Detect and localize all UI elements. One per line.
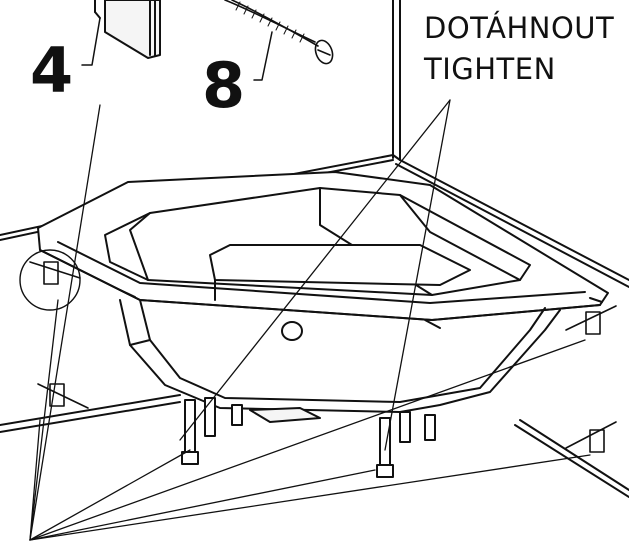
pointer-lines-bottom-left xyxy=(29,104,591,541)
instruction-english: TIGHTEN xyxy=(424,52,556,86)
part-number-8: 8 xyxy=(202,49,246,122)
pointer-lines-tighten xyxy=(179,99,451,451)
instruction-czech: DOTÁHNOUT xyxy=(424,11,615,45)
leader-line-8 xyxy=(253,31,273,81)
bracket-right-upper xyxy=(565,305,617,335)
bracket-left-upper xyxy=(29,261,81,285)
part-number-4: 4 xyxy=(30,34,74,107)
screw-part-icon xyxy=(224,0,334,65)
bracket-left-lower xyxy=(37,383,89,409)
bracket-right-lower xyxy=(565,421,617,453)
wall-brackets xyxy=(29,261,617,453)
panel-part-icon xyxy=(94,0,161,59)
detail-circle xyxy=(19,249,81,311)
corner-bathtub xyxy=(37,171,609,413)
leader-line-4 xyxy=(81,17,101,66)
